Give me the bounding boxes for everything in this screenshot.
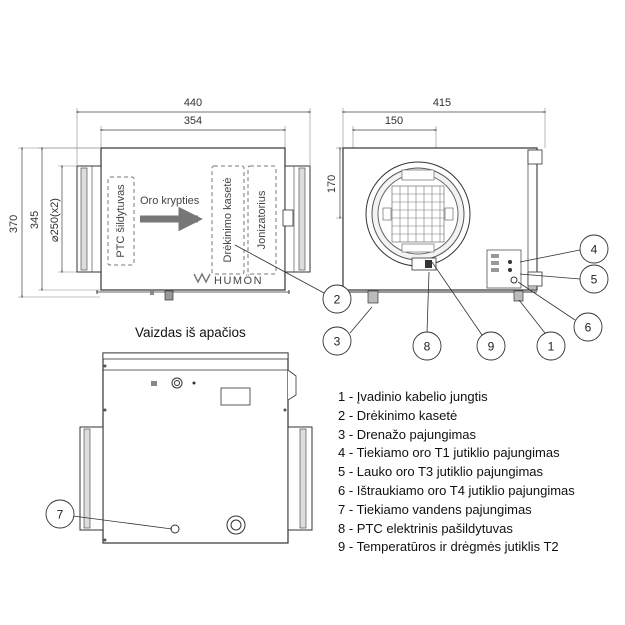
legend-item: 5Lauko oro T3 jutiklio pajungimas	[338, 463, 575, 482]
dim-label-354: 354	[184, 115, 202, 127]
fan-grid	[382, 169, 454, 253]
cassette-box	[211, 165, 245, 275]
legend-text: PTC elektrinis pašildytuvas	[356, 520, 513, 536]
callout-2: 2	[322, 284, 352, 314]
dimension-side-depth	[341, 108, 547, 148]
legend-number: 1	[338, 389, 357, 404]
dim-label-150: 150	[385, 115, 403, 127]
dimension-body-height	[38, 146, 100, 292]
legend-text: Temperatūros ir drėgmės jutiklis T2	[356, 539, 559, 555]
bottom-left-collar	[79, 426, 104, 531]
callout-9: 9	[476, 331, 506, 361]
legend-text: Drėkinimo kasetė	[356, 407, 458, 423]
legend-item: 4Tiekiamo oro T1 jutiklio pajungimas	[338, 444, 575, 463]
front-view	[18, 108, 373, 334]
legend-number: 6	[338, 483, 357, 498]
legend-number: 3	[338, 427, 357, 442]
legend-item: 1Įvadinio kabelio jungtis	[338, 388, 575, 407]
legend-number: 2	[338, 408, 357, 423]
side-view	[336, 108, 581, 336]
bottom-plate	[220, 387, 251, 406]
legend-text: Įvadinio kabelio jungtis	[356, 389, 488, 404]
callout-3: 3	[322, 326, 352, 356]
ptc-heater-box	[107, 176, 135, 266]
legend-text: Tiekiamo vandens pajungimas	[356, 501, 532, 517]
left-duct-collar	[76, 165, 102, 273]
legend-number: 5	[338, 464, 357, 479]
svg-text:8: 8	[424, 340, 431, 354]
dim-label-370: 370	[8, 215, 20, 233]
t2-sensor	[411, 257, 437, 271]
dim-label-diameter: ⌀250(x2)	[49, 198, 61, 242]
ionizer-label: Jonizatorius	[256, 190, 268, 249]
dim-label-440: 440	[184, 97, 202, 109]
callout-5: 5	[579, 264, 609, 294]
svg-text:3: 3	[334, 335, 341, 349]
dimension-overall-width	[75, 108, 312, 165]
legend-item: 3Drenažo pajungimas	[338, 426, 575, 445]
dimension-duct-diameter	[58, 164, 80, 274]
svg-text:9: 9	[488, 340, 495, 354]
bottom-view-caption: Vaizdas iš apačios	[135, 325, 246, 340]
legend-number: 9	[338, 539, 357, 554]
svg-text:5: 5	[591, 273, 598, 287]
cable-fitting	[513, 290, 524, 302]
legend-number: 7	[338, 502, 357, 517]
legend-item: 7Tiekiamo vandens pajungimas	[338, 501, 575, 520]
legend-text: Ištraukiamo oro T4 jutiklio pajungimas	[356, 482, 575, 498]
callout-8: 8	[412, 331, 442, 361]
callout-4: 4	[579, 234, 609, 264]
dimension-body-width	[99, 126, 287, 148]
connector-panel	[486, 249, 522, 289]
ionizer-box	[247, 165, 277, 275]
legend-list: 1Įvadinio kabelio jungtis 2Drėkinimo kas…	[338, 388, 575, 557]
water-inlet	[170, 524, 180, 534]
svg-text:6: 6	[585, 321, 592, 335]
air-direction-label: Oro krypties	[140, 195, 200, 207]
svg-text:2: 2	[334, 293, 341, 307]
legend-text: Lauko oro T3 jutiklio pajungimas	[356, 464, 543, 480]
legend-item: 2Drėkinimo kasetė	[338, 407, 575, 426]
legend-text: Drenažo pajungimas	[356, 426, 477, 442]
svg-text:4: 4	[591, 243, 598, 257]
legend-item: 9Temperatūros ir drėgmės jutiklis T2	[338, 538, 575, 557]
legend-item: 6Ištraukiamo oro T4 jutiklio pajungimas	[338, 482, 575, 501]
drain-fitting-side	[367, 290, 379, 304]
cassette-label: Drėkinimo kasetė	[222, 178, 234, 263]
legend-item: 8PTC elektrinis pašildytuvas	[338, 520, 575, 539]
brand-logo: HUMÖN	[193, 272, 263, 287]
brand-name: HUMÖN	[214, 275, 263, 287]
callout-6: 6	[573, 312, 603, 342]
ptc-label: PTC šildytuvas	[115, 184, 127, 258]
bottom-view	[72, 352, 313, 544]
drain-fitting-front	[164, 290, 174, 301]
dim-label-415: 415	[433, 97, 451, 109]
bottom-body	[102, 352, 289, 544]
legend-text: Tiekiamo oro T1 jutiklio pajungimas	[356, 445, 560, 461]
dim-label-345: 345	[29, 211, 41, 229]
legend-number: 8	[338, 521, 357, 536]
callout-1: 1	[536, 331, 566, 361]
svg-text:1: 1	[548, 340, 555, 354]
legend-number: 4	[338, 445, 357, 460]
dim-label-170: 170	[326, 175, 338, 193]
svg-text:7: 7	[57, 508, 64, 522]
right-duct-collar	[282, 165, 311, 273]
callout-7: 7	[45, 499, 75, 529]
